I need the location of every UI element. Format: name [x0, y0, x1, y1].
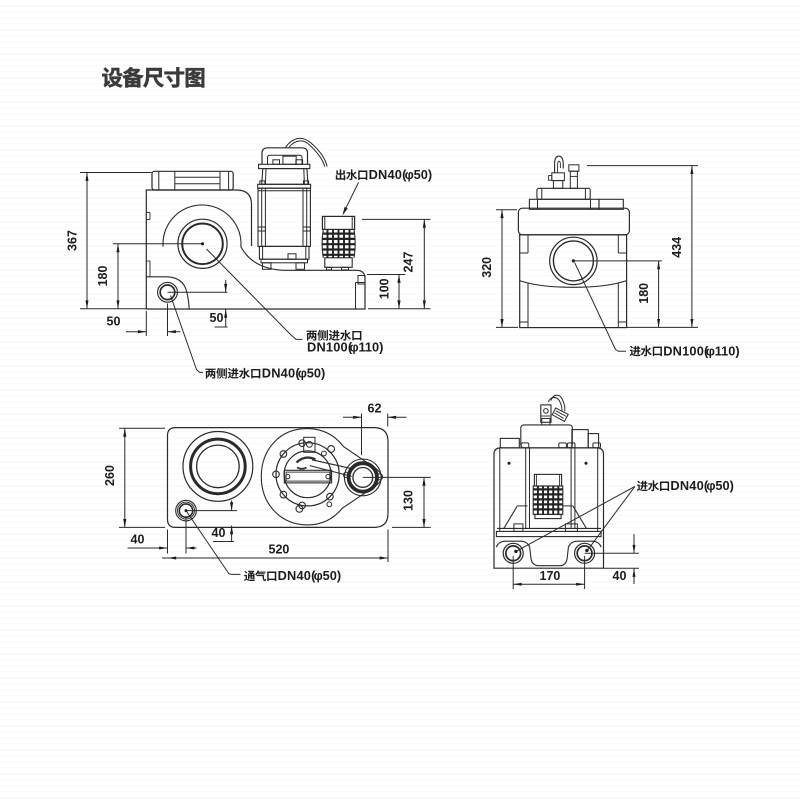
- svg-text:φ: φ: [298, 366, 307, 381]
- svg-text:DN40(: DN40(: [670, 478, 709, 493]
- svg-text:DN100(: DN100(: [663, 343, 709, 358]
- svg-text:520: 520: [269, 542, 290, 556]
- svg-text:φ: φ: [706, 478, 715, 493]
- svg-text:50): 50): [414, 167, 433, 182]
- svg-text:180: 180: [637, 283, 651, 304]
- svg-text:62: 62: [368, 402, 382, 416]
- svg-text:40: 40: [613, 569, 627, 583]
- svg-text:40: 40: [212, 526, 226, 540]
- svg-text:φ: φ: [314, 568, 323, 583]
- svg-text:110): 110): [715, 343, 740, 358]
- svg-text:50): 50): [323, 568, 342, 583]
- svg-text:φ: φ: [706, 343, 715, 358]
- svg-text:170: 170: [540, 569, 561, 583]
- svg-text:260: 260: [103, 465, 117, 486]
- svg-text:434: 434: [670, 237, 684, 258]
- svg-text:320: 320: [480, 257, 494, 278]
- svg-text:100: 100: [378, 278, 392, 299]
- svg-text:130: 130: [402, 490, 416, 511]
- svg-text:247: 247: [401, 252, 415, 273]
- svg-text:φ: φ: [350, 340, 359, 355]
- svg-text:110): 110): [359, 340, 384, 355]
- svg-text:50): 50): [715, 478, 734, 493]
- svg-text:50): 50): [307, 366, 326, 381]
- svg-text:DN40(: DN40(: [278, 568, 317, 583]
- svg-text:50: 50: [107, 315, 121, 329]
- svg-text:DN40(: DN40(: [369, 167, 408, 182]
- svg-text:φ: φ: [405, 167, 414, 182]
- svg-text:40: 40: [131, 533, 145, 547]
- svg-text:180: 180: [96, 266, 110, 287]
- svg-text:367: 367: [66, 230, 80, 251]
- svg-text:DN100(: DN100(: [307, 340, 353, 355]
- svg-text:DN40(: DN40(: [262, 366, 301, 381]
- svg-text:50: 50: [210, 311, 224, 325]
